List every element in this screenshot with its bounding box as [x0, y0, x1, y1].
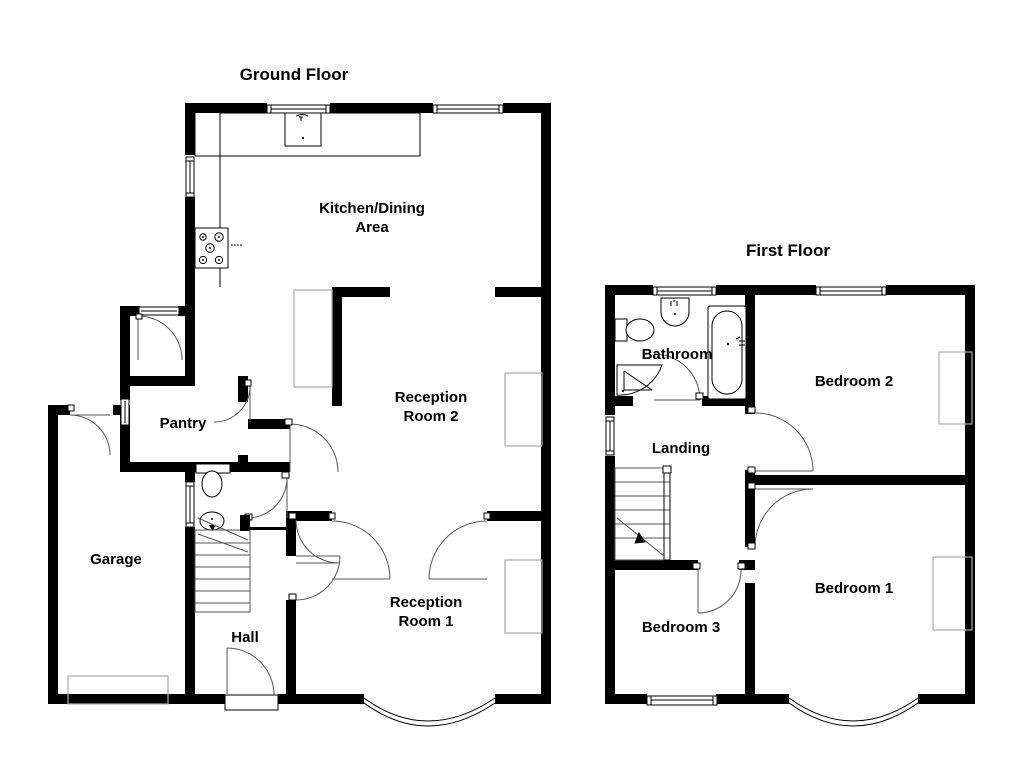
ground-floor-labels: Kitchen/Dining Area Reception Room 2 Rec… — [90, 200, 467, 646]
staircase-down — [614, 465, 672, 561]
kitchen-sink — [284, 112, 322, 147]
room-label-kitchen-dining-line2: Area — [355, 219, 389, 236]
ground-floor-plan — [48, 103, 551, 727]
ground-floor-walls — [48, 103, 551, 704]
room-label-garage: Garage — [90, 551, 142, 568]
reception-double-doors[interactable] — [328, 512, 491, 580]
front-door[interactable] — [224, 647, 279, 711]
first-floor-plan — [605, 285, 975, 727]
wc-toilet-icon — [195, 463, 231, 498]
wash-basin-icon — [660, 297, 690, 327]
hall-kitchen-door[interactable] — [284, 418, 339, 473]
hob-cooker-icon — [194, 227, 242, 269]
room-label-reception-2-line2: Room 2 — [403, 408, 458, 425]
first-floor-labels: Bathroom Bedroom 2 Landing Bedroom 1 Bed… — [642, 346, 894, 636]
kitchen-unit — [293, 289, 333, 388]
room-label-reception-1-line2: Room 1 — [398, 613, 453, 630]
bedroom-3-window — [646, 695, 718, 706]
chimney-alcove-reception-1 — [504, 559, 543, 634]
pantry-window — [120, 398, 130, 426]
wc-window — [185, 481, 195, 528]
chimney-alcove-bedroom-1 — [932, 556, 973, 631]
toilet-icon — [614, 318, 655, 342]
first-floor-walls — [605, 285, 975, 704]
room-label-bathroom: Bathroom — [642, 346, 713, 363]
kitchen-window-side — [185, 156, 195, 198]
chimney-alcove-bedroom-2 — [938, 351, 973, 425]
bedroom-2-window — [815, 286, 887, 296]
shower-tray-icon — [616, 364, 663, 396]
side-entrance-door[interactable] — [135, 313, 183, 361]
garage-door — [67, 675, 169, 705]
bow-window-reception-1 — [363, 697, 496, 727]
room-label-bedroom-3: Bedroom 3 — [642, 619, 720, 636]
chimney-alcove-reception-2 — [504, 372, 543, 447]
ground-floor-title: Ground Floor — [240, 65, 349, 84]
reception-2-door[interactable] — [288, 512, 340, 564]
room-label-landing: Landing — [652, 440, 710, 457]
kitchen-window-left — [266, 104, 331, 114]
side-entrance-window — [138, 306, 180, 316]
reception-1-door[interactable] — [288, 555, 341, 601]
garage-side-door[interactable] — [67, 404, 111, 456]
bedroom-2-door[interactable] — [747, 406, 814, 474]
bedroom-1-door[interactable] — [747, 482, 814, 550]
bathroom-door[interactable] — [653, 353, 704, 401]
room-label-reception-1-line1: Reception — [390, 594, 463, 611]
staircase-up — [194, 515, 290, 613]
room-label-hall: Hall — [231, 629, 259, 646]
room-label-pantry: Pantry — [160, 415, 207, 432]
pantry-door[interactable] — [213, 379, 252, 423]
bathroom-window — [652, 286, 717, 296]
first-floor-title: First Floor — [746, 241, 830, 260]
bow-window-bedroom-1 — [788, 697, 919, 727]
bedroom-3-door[interactable] — [692, 562, 746, 614]
kitchen-window-right — [432, 104, 504, 114]
room-label-bedroom-2: Bedroom 2 — [815, 373, 893, 390]
room-label-bedroom-1: Bedroom 1 — [815, 580, 893, 597]
room-label-reception-2-line1: Reception — [395, 389, 468, 406]
landing-window — [605, 416, 615, 456]
wc-door[interactable] — [244, 471, 290, 521]
bath-tub-icon — [707, 305, 747, 400]
room-label-kitchen-dining-line1: Kitchen/Dining — [319, 200, 425, 217]
